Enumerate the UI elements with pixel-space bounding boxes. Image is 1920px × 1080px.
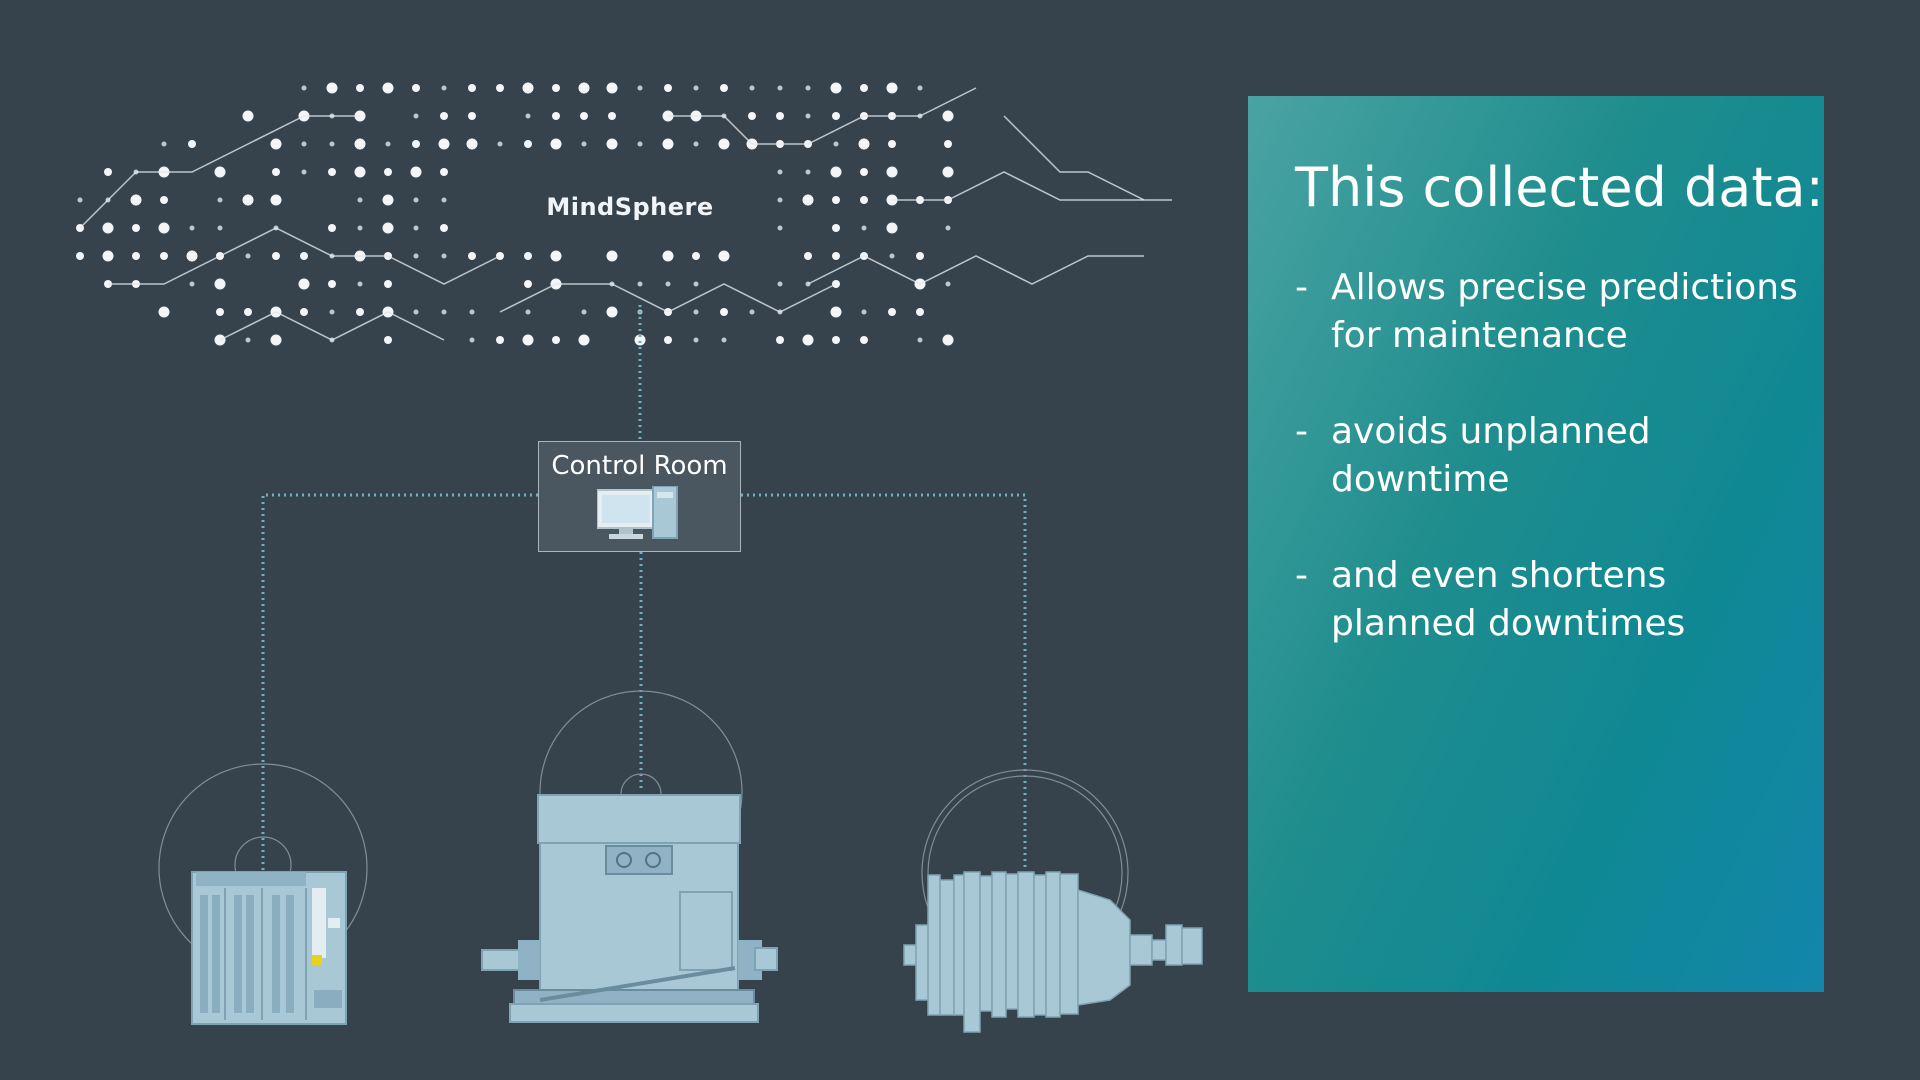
benefits-list: - Allows precise predictions for mainten…	[1295, 264, 1805, 696]
data-streams	[261, 305, 1027, 870]
bullet-text: and even shortens planned downtimes	[1331, 555, 1686, 644]
bullet-dash: -	[1295, 411, 1308, 452]
computer-icon	[597, 486, 678, 539]
bullet-text: avoids unplanned downtime	[1331, 411, 1651, 500]
generator-icon	[903, 871, 1203, 1033]
info-panel: This collected data: - Allows precise pr…	[1248, 96, 1824, 992]
panel-heading: This collected data:	[1295, 156, 1824, 219]
bullet-text: Allows precise predictions for maintenan…	[1331, 267, 1798, 356]
control-room-box: Control Room	[538, 441, 741, 552]
control-cabinet-icon	[191, 871, 347, 1025]
list-item: - and even shortens planned downtimes	[1295, 552, 1805, 648]
electric-motor-icon	[481, 794, 778, 1023]
mindsphere-label: MindSphere	[546, 193, 714, 221]
bullet-dash: -	[1295, 555, 1308, 596]
stream-control-room-to-cabinet	[261, 493, 538, 870]
mindsphere-network-cloud	[76, 82, 1172, 346]
list-item: - Allows precise predictions for mainten…	[1295, 264, 1805, 360]
control-room-label: Control Room	[551, 451, 728, 481]
bullet-dash: -	[1295, 267, 1308, 308]
list-item: - avoids unplanned downtime	[1295, 408, 1805, 504]
stream-control-room-to-generator	[741, 493, 1027, 870]
